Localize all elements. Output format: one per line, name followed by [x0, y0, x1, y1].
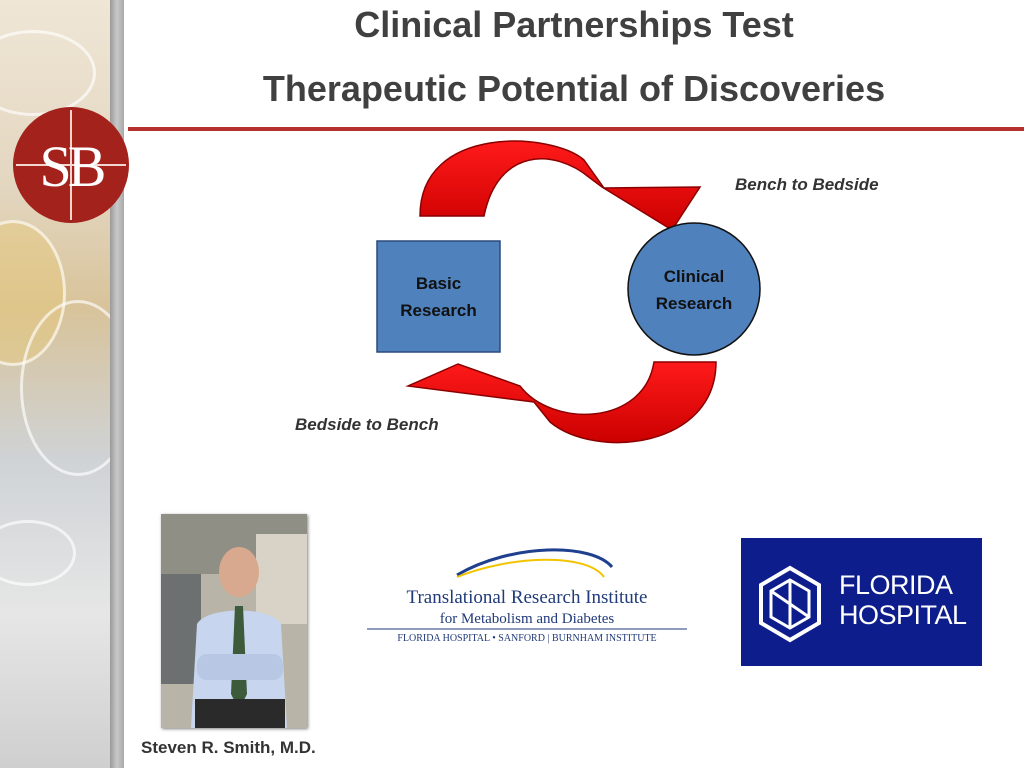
bench-to-bedside-arrow	[419, 140, 702, 232]
tri-logo-blue-swoosh	[456, 548, 614, 577]
bedside-to-bench-arrow	[405, 361, 717, 444]
glassware-decoration	[0, 520, 76, 586]
cycle-diagram-canvas	[376, 140, 761, 444]
clinical-research-label-line1: Clinical	[663, 267, 725, 286]
clinical-research-circle	[627, 222, 761, 356]
title-divider-rule	[128, 127, 1024, 131]
florida-hospital-line2: HOSPITAL	[839, 600, 967, 630]
clinical-research-label-line2: Research	[655, 294, 733, 313]
slide-title: Clinical Partnerships Test	[354, 4, 794, 45]
tri-logo-yellow-swoosh	[456, 558, 605, 578]
clinical-research-label: Clinical Research	[628, 263, 760, 317]
translational-research-institute-logo: Translational Research Institute for Met…	[367, 548, 687, 644]
crossed-arms	[197, 654, 283, 680]
basic-research-label-line2: Research	[400, 301, 477, 320]
basic-research-box	[376, 240, 501, 353]
bedside-to-bench-caption: Bedside to Bench	[295, 415, 439, 434]
research-cycle-diagram: Basic Research Clinical Research Bench t…	[290, 130, 910, 450]
tri-logo-line1: Translational Research Institute	[407, 587, 648, 608]
basic-research-label-line1: Basic	[415, 274, 462, 293]
lab-equipment	[161, 574, 201, 684]
lab-shelf-items	[256, 534, 307, 624]
portrait-photo	[161, 514, 307, 728]
face	[219, 547, 259, 597]
bench-to-bedside-caption: Bench to Bedside	[735, 175, 879, 194]
sb-logo-text: SB	[40, 134, 104, 199]
trousers	[195, 699, 285, 728]
sb-logo: SB	[13, 107, 129, 223]
tri-logo-line3: FLORIDA HOSPITAL • SANFORD | BURNHAM INS…	[397, 633, 656, 644]
florida-hospital-emblem-icon	[759, 565, 821, 643]
florida-hospital-logo: FLORIDA HOSPITAL	[741, 538, 982, 666]
person-name: Steven R. Smith, M.D.	[141, 738, 316, 757]
basic-research-label: Basic Research	[377, 270, 500, 324]
tri-logo-line2: for Metabolism and Diabetes	[440, 611, 615, 627]
florida-hospital-line1: FLORIDA	[839, 570, 953, 600]
slide-subtitle: Therapeutic Potential of Discoveries	[262, 68, 886, 109]
